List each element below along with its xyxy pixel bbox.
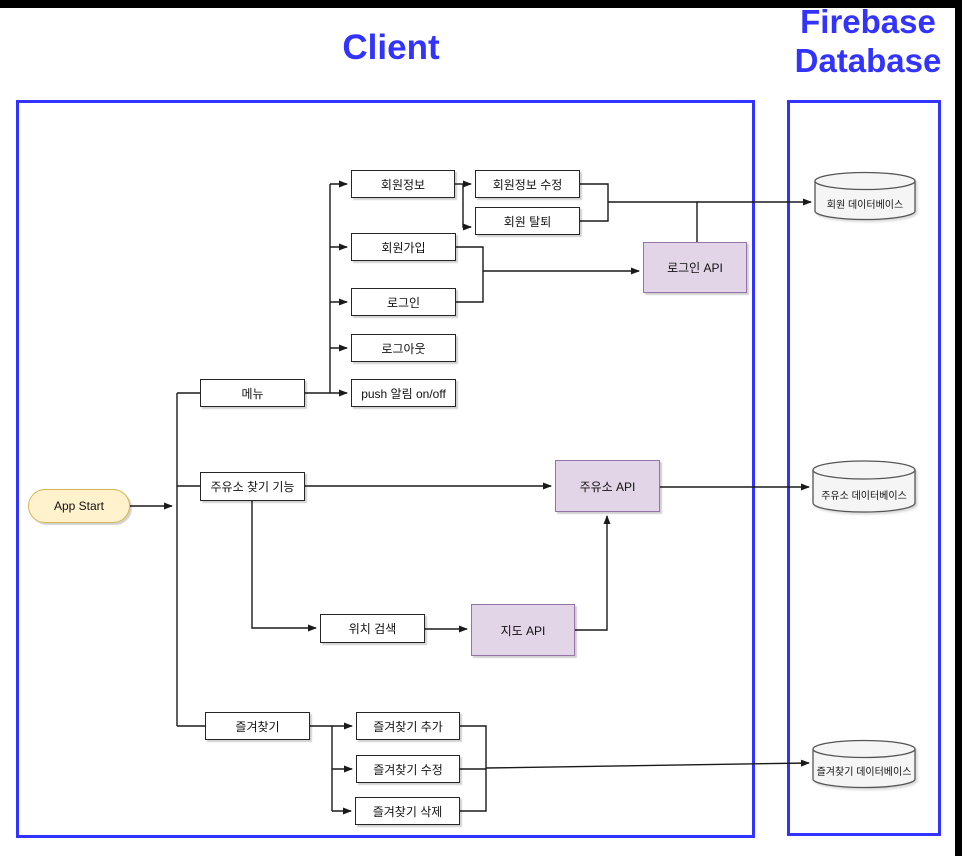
favorites-label: 즐겨찾기 (235, 719, 280, 734)
map-api-node: 지도 API (471, 604, 575, 656)
push-toggle-node: push 알림 on/off (351, 379, 456, 407)
logout-node: 로그아웃 (351, 334, 456, 362)
gas-station-database-label: 주유소 데이터베이스 (821, 491, 907, 502)
favorites-database-label: 즐겨찾기 데이터베이스 (816, 767, 912, 778)
login-label: 로그인 (386, 295, 421, 310)
favorites-edit-label: 즐겨찾기 수정 (373, 762, 443, 777)
app-start-node: App Start (28, 489, 130, 523)
menu-node: 메뉴 (200, 379, 305, 407)
menu-label: 메뉴 (241, 386, 264, 401)
window-right-edge (955, 0, 962, 856)
member-database-cylinder (814, 171, 916, 221)
member-info-label: 회원정보 (380, 177, 426, 192)
login-api-label: 로그인 API (667, 261, 723, 275)
client-container (16, 100, 755, 838)
firebase-title-line2: Database (794, 42, 942, 79)
location-search-label: 위치 검색 (348, 622, 397, 636)
gas-station-find-node: 주유소 찾기 기능 (200, 472, 305, 501)
favorites-node: 즐겨찾기 (205, 712, 310, 740)
map-api-label: 지도 API (500, 623, 546, 638)
login-api-node: 로그인 API (643, 242, 747, 293)
logout-label: 로그아웃 (381, 341, 426, 356)
window-top-edge (0, 0, 962, 8)
gas-station-find-label: 주유소 찾기 기능 (210, 480, 295, 494)
push-toggle-label: push 알림 on/off (361, 386, 446, 401)
favorites-delete-label: 즐겨찾기 삭제 (372, 804, 443, 819)
gas-station-database-cylinder (812, 460, 916, 513)
signup-node: 회원가입 (351, 233, 456, 261)
app-start-label: App Start (53, 499, 105, 513)
favorites-add-node: 즐겨찾기 추가 (356, 712, 460, 740)
gas-api-node: 주유소 API (555, 460, 660, 512)
firebase-title: Firebase Database (787, 2, 949, 80)
client-title: Client (342, 28, 440, 67)
member-info-edit-label: 회원정보 수정 (492, 177, 563, 192)
member-info-edit-node: 회원정보 수정 (475, 170, 580, 198)
member-withdraw-node: 회원 탈퇴 (475, 207, 580, 235)
favorites-delete-node: 즐겨찾기 삭제 (355, 797, 460, 825)
connector-lines (130, 180, 812, 815)
login-node: 로그인 (351, 288, 456, 316)
favorites-add-label: 즐겨찾기 추가 (373, 719, 443, 734)
member-database-label: 회원 데이터베이스 (826, 200, 904, 211)
location-search-node: 위치 검색 (320, 614, 425, 643)
member-withdraw-label: 회원 탈퇴 (503, 214, 552, 229)
favorites-edit-node: 즐겨찾기 수정 (356, 755, 460, 783)
favorites-database-cylinder (812, 739, 916, 789)
gas-api-label: 주유소 API (579, 479, 636, 494)
signup-label: 회원가입 (381, 240, 426, 255)
firebase-database-container (787, 100, 941, 836)
firebase-title-line1: Firebase (800, 3, 936, 40)
member-info-node: 회원정보 (351, 170, 455, 198)
